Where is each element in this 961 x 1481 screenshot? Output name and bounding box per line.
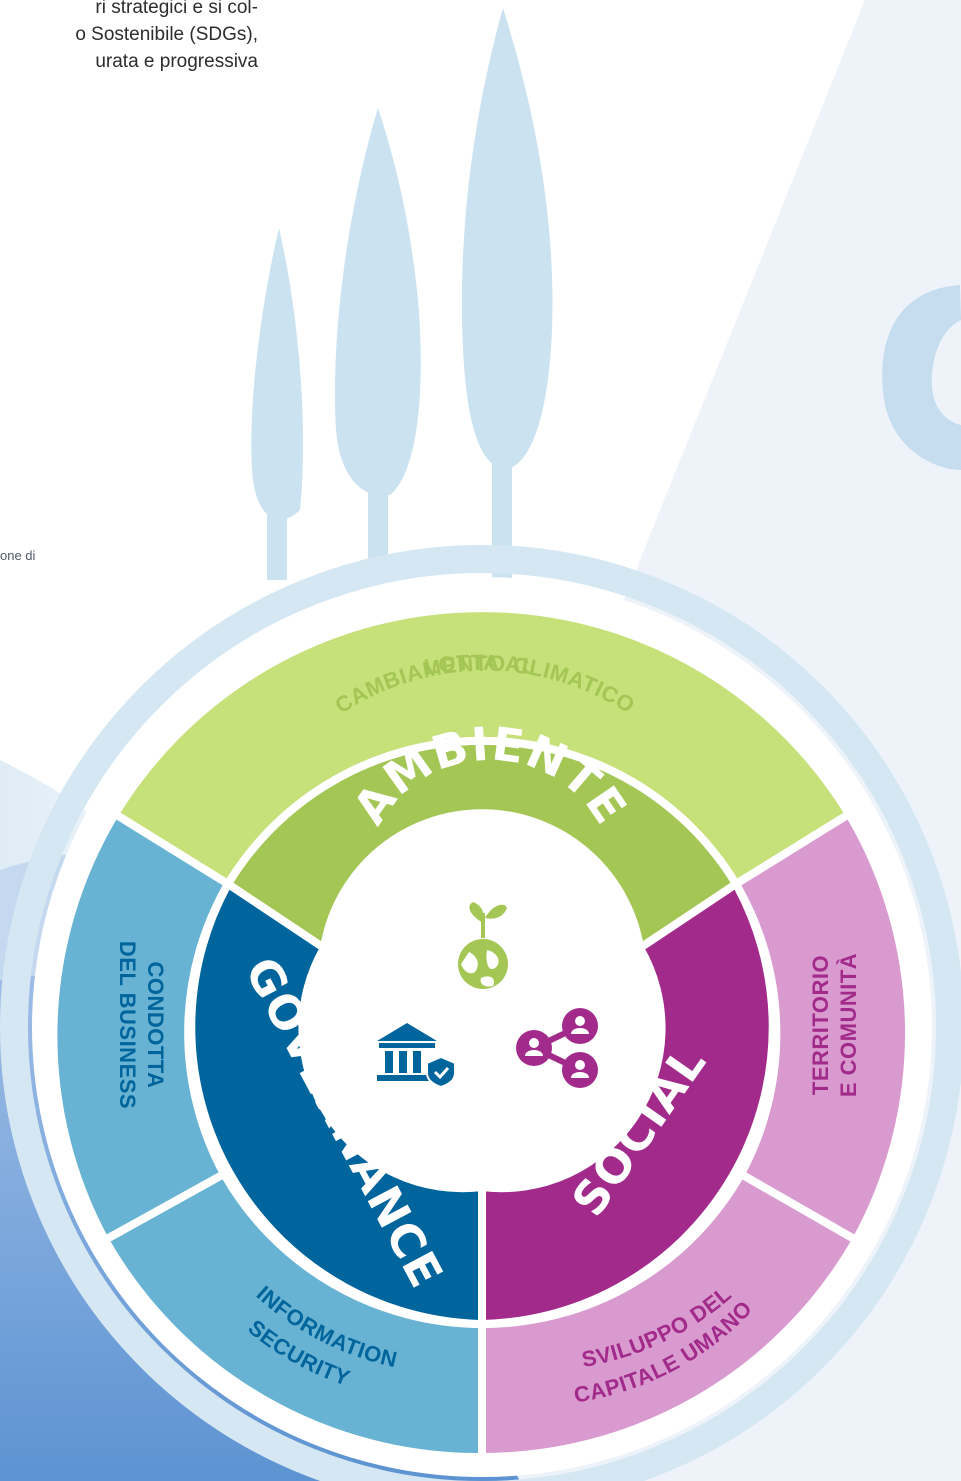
center-circle — [332, 877, 632, 1177]
topic-label-territory: TERRITORIO E COMUNITÀ — [808, 953, 861, 1097]
intro-line-1: ri strategici e si col- — [95, 0, 258, 18]
topic-label-territory-2: E COMUNITÀ — [836, 953, 861, 1097]
earth-sprout-icon — [458, 902, 508, 989]
topic-label-business-2: DEL BUSINESS — [115, 941, 140, 1109]
pillar-segment-social — [478, 878, 777, 1329]
cypress-trees — [251, 8, 553, 580]
topic-segment-territory — [730, 808, 913, 1246]
intro-paragraph: ri strategici e si col- o Sostenibile (S… — [0, 0, 258, 75]
pillar-segment-governance — [187, 878, 486, 1329]
outer-ring — [0, 545, 961, 1481]
bank-shield-icon — [377, 1023, 456, 1089]
topic-label-business: CONDOTTA DEL BUSINESS — [115, 941, 168, 1109]
pillar-ring — [187, 737, 777, 1329]
people-network-icon — [516, 1008, 598, 1088]
footnote-text: one di — [0, 548, 36, 563]
intro-line-2: o Sostenibile (SDGs), — [75, 24, 258, 45]
topic-label-territory-1: TERRITORIO — [808, 955, 833, 1095]
topic-label-climate-1: LOTTA AL — [422, 650, 537, 680]
topic-label-business-1: CONDOTTA — [143, 961, 168, 1088]
intro-line-3: urata e progressiva — [95, 51, 258, 72]
